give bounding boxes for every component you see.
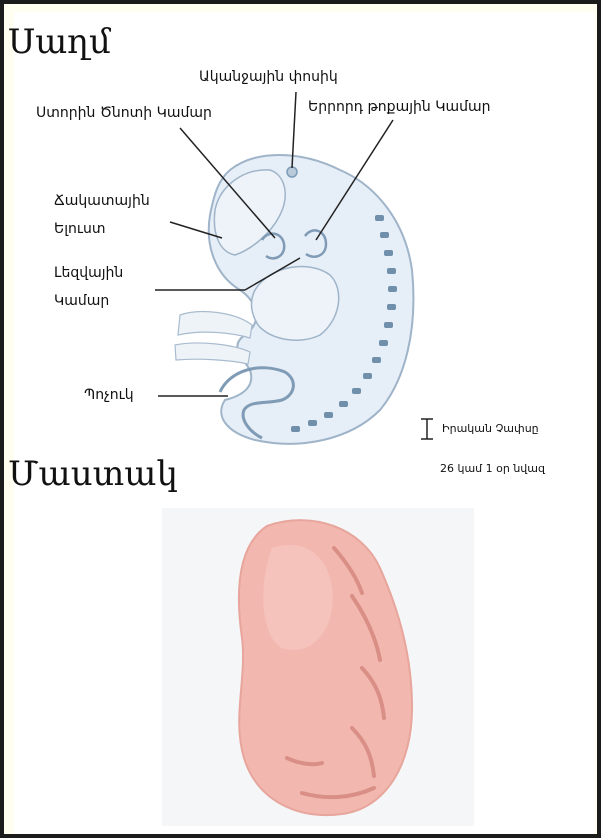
otic-pit [287, 167, 297, 177]
label-tongue-line1: Լեզվային [54, 262, 123, 284]
label-mandibular-arch: Ստորին Ծնոտի Կամար [36, 102, 212, 124]
label-third-arch: Երրորդ թոքային Կամար [308, 96, 491, 118]
label-frontal-line2: Ելուստ [54, 218, 106, 240]
label-actual-size: Իրական Չափսը [442, 418, 539, 440]
scale-bar [421, 419, 433, 439]
label-tongue-line2: Կամար [54, 290, 109, 312]
gum-shape [239, 520, 412, 815]
label-age: 26 կամ 1 օր նվազ [440, 458, 545, 480]
gum-photo [162, 508, 474, 826]
label-otic-pit: Ականջային փոսիկ [199, 66, 338, 88]
label-frontal-line1: Ճակատային [54, 190, 150, 212]
limb-bud [178, 312, 252, 338]
label-tail: Պոչուկ [84, 384, 134, 406]
gum-illustration [162, 508, 474, 826]
